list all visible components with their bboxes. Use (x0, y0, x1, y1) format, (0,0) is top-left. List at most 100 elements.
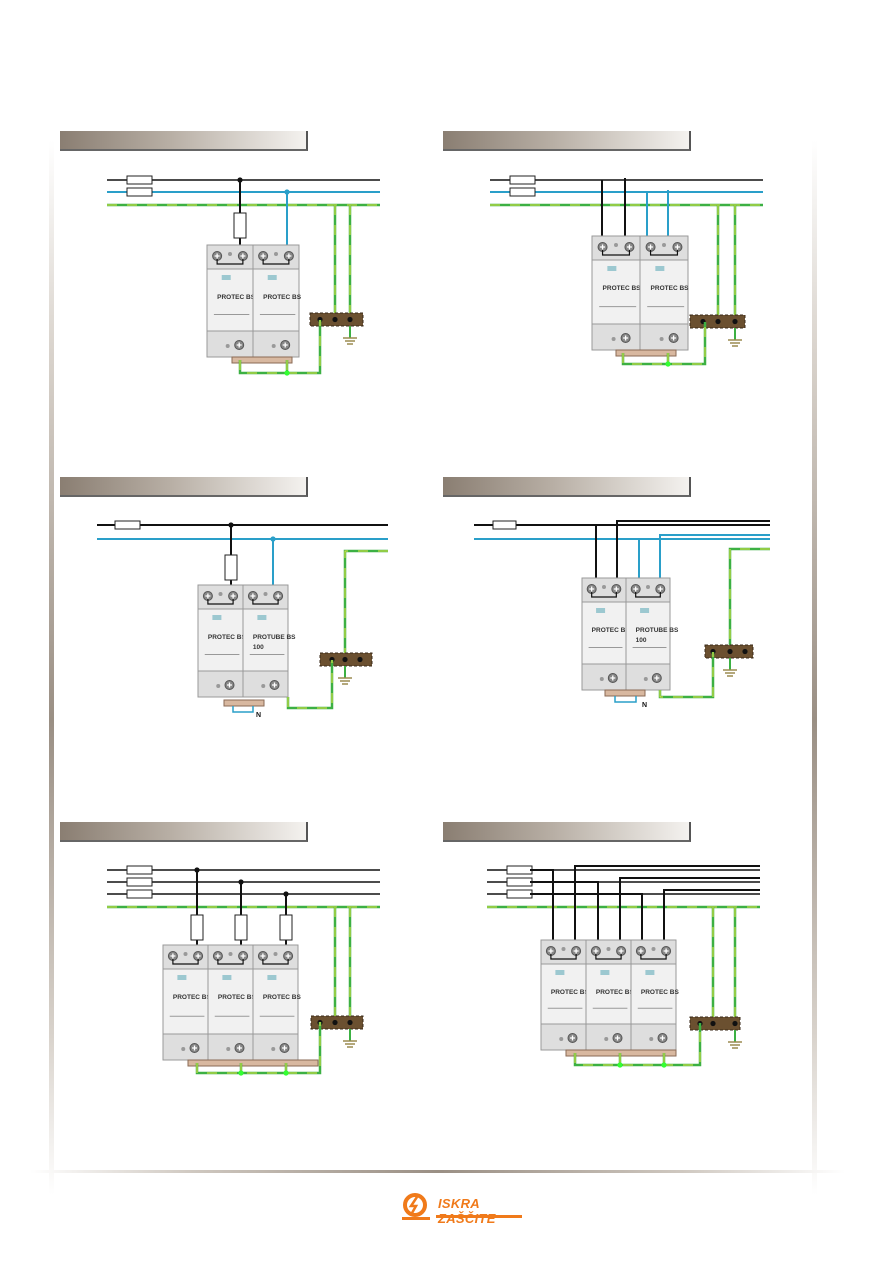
page-border-right (812, 140, 817, 1195)
fuse-icon (234, 914, 248, 941)
status-window (177, 975, 187, 980)
junction-dot (238, 1070, 244, 1076)
terminal-screw-icon (279, 1043, 290, 1053)
module-label: PROTUBE BS (636, 627, 679, 634)
module-bottom-terminals (581, 663, 627, 691)
pe-wire-stripe (287, 660, 333, 709)
surge-protector-module: PROTEC BS (197, 584, 246, 698)
indicator (273, 952, 278, 956)
screw-slot (623, 335, 629, 341)
indicator (263, 592, 268, 596)
screw-slot (282, 1045, 287, 1051)
terminal-screw-icon (657, 1033, 668, 1043)
fuse-icon (190, 914, 204, 941)
module-label: PROTEC BS (603, 285, 642, 292)
junction-dot (710, 648, 716, 655)
wire (663, 889, 760, 940)
indicator (649, 1037, 654, 1041)
screw-slot (660, 1035, 665, 1041)
terminal-screw-icon (283, 251, 294, 261)
junction-dot (347, 1019, 353, 1026)
status-window (607, 266, 617, 271)
jumper (262, 959, 289, 965)
din-rail (615, 349, 677, 357)
module-label: PROTEC BS (263, 294, 302, 301)
jumper (172, 959, 199, 965)
fuse-icon (506, 877, 533, 887)
terminal-screw-icon (234, 340, 245, 350)
status-window (267, 275, 277, 280)
junction-dot (329, 656, 335, 663)
terminal-screw-icon (189, 1043, 200, 1053)
status-window (212, 615, 222, 620)
screw-slot (192, 1045, 197, 1051)
din-rail (223, 699, 265, 707)
fuse-icon (506, 889, 533, 899)
section-header-1 (60, 131, 308, 151)
junction-dot (357, 656, 363, 663)
terminal-screw-icon (672, 242, 683, 252)
terminal-screw-icon (651, 673, 662, 683)
indicator (274, 252, 278, 256)
junction-dot (284, 370, 290, 376)
indicator (559, 1037, 564, 1041)
status-window (655, 266, 665, 271)
din-rail (231, 356, 293, 364)
surge-protector-module: PROTEC BS (540, 939, 589, 1051)
screw-slot (282, 342, 288, 348)
jumper (601, 250, 631, 256)
wire (530, 881, 599, 940)
pe-wire (343, 549, 388, 660)
din-rail (187, 1059, 319, 1067)
indicator (659, 337, 664, 341)
terminal-screw-icon (237, 251, 248, 261)
indicator (225, 344, 230, 348)
surge-protector-module: PROTEC BS (207, 944, 256, 1061)
junction-dot (228, 522, 234, 528)
wire (619, 877, 760, 940)
logo-underline (436, 1215, 522, 1218)
screw-slot (260, 253, 266, 259)
junction-dot (732, 318, 738, 325)
screw-slot (674, 244, 680, 250)
fuse-icon (492, 520, 517, 530)
section-header-5 (60, 822, 308, 842)
wire (530, 869, 554, 940)
module-label: PROTEC BS (641, 989, 680, 996)
status-window (596, 608, 606, 613)
status-window (645, 970, 655, 975)
indicator (614, 243, 618, 247)
terminal-screw-icon (228, 591, 239, 601)
status-window (221, 275, 231, 280)
fuse-icon (279, 914, 293, 941)
company-logo: ISKRA ZAŠČITE (400, 1192, 525, 1226)
indicator (602, 585, 606, 589)
junction-dot (332, 316, 338, 323)
module-bottom-terminals (625, 663, 671, 691)
screw-slot (205, 593, 211, 599)
jumper (635, 592, 661, 598)
screw-slot (663, 948, 669, 954)
indicator (226, 1047, 231, 1051)
indicator (228, 252, 232, 256)
module-bottom-terminals (591, 323, 641, 351)
screw-slot (272, 682, 277, 688)
junction-dot (732, 1020, 738, 1027)
section-header-6 (443, 822, 691, 842)
screw-slot (600, 244, 606, 250)
junction-dot (742, 648, 748, 655)
junction-dot (270, 536, 276, 542)
jumper (591, 592, 617, 598)
module-label: 100 (253, 644, 264, 651)
status-window (555, 970, 565, 975)
indicator (604, 1037, 609, 1041)
terminal-screw-icon (212, 251, 223, 261)
junction-dot (727, 648, 733, 655)
module-label: PROTEC BS (592, 627, 631, 634)
surge-protector-module: PROTEC BS (591, 235, 642, 351)
junction-dot (715, 318, 721, 325)
screw-slot (654, 675, 660, 681)
screw-slot (618, 948, 624, 954)
terminal-screw-icon (258, 251, 269, 261)
